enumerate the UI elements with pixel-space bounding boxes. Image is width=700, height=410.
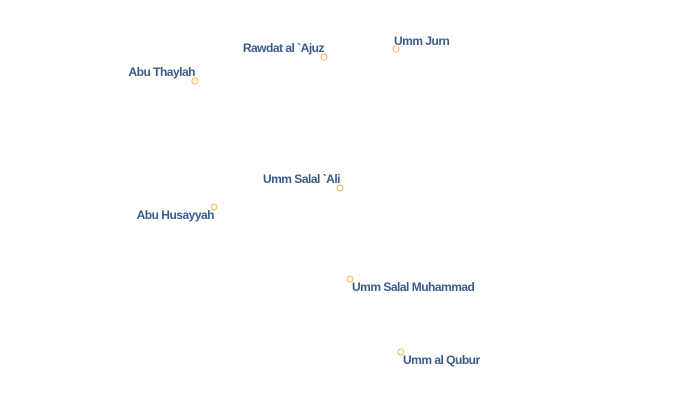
place-marker[interactable] [210,203,218,211]
place-marker[interactable] [320,53,328,61]
place-marker[interactable] [191,77,199,85]
place-label: Abu Thaylah [128,65,195,79]
place-label: Rawdat al `Ajuz [242,41,325,55]
place-label: Umm Jurn [394,34,450,48]
place-label: Umm Salal `Ali [262,172,341,186]
place-marker[interactable] [346,275,354,283]
place-label: Umm al Qubur [403,353,480,367]
place-marker[interactable] [397,348,405,356]
place-label: Umm Salal Muhammad [352,280,475,294]
place-marker[interactable] [392,45,400,53]
place-marker[interactable] [336,184,344,192]
place-label: Abu Husayyah [136,208,215,222]
